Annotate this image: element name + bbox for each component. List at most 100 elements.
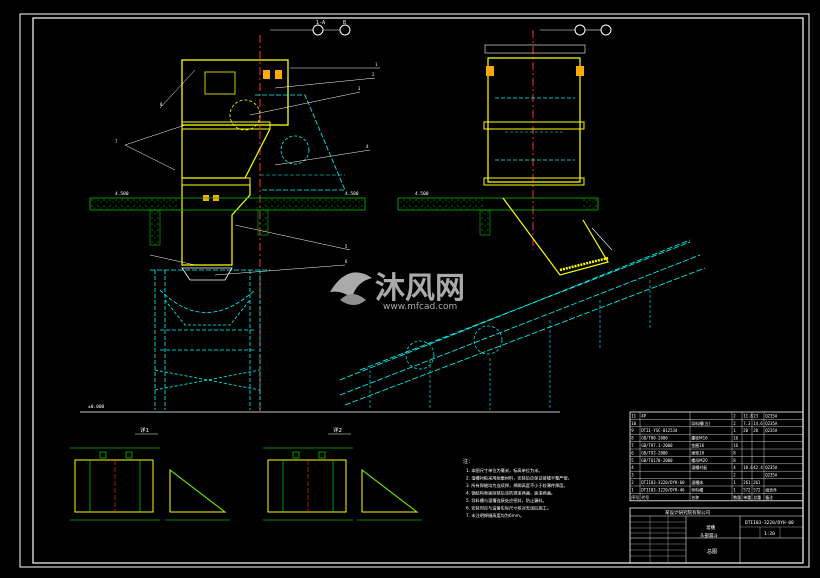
bom-cell: 1 [733, 487, 736, 492]
note-line: 6. 安装时应与设备实际尺寸核对无误后施工。 [466, 505, 551, 512]
detail-2-frame [267, 459, 347, 513]
bom-cell: 2 [733, 421, 736, 426]
bom-cell: 1 [733, 428, 736, 433]
bom-cell: 2 [733, 413, 736, 418]
bom-cell: 42.4 [753, 465, 763, 470]
bolt-block-4 [275, 70, 282, 79]
bolt-block-3 [263, 70, 270, 79]
bom-cell: 10 [631, 421, 636, 426]
tail-pulley-2 [473, 325, 503, 355]
company-name: 某设计研究院有限公司 [665, 509, 710, 516]
dim-top-right [484, 44, 586, 54]
skirt-board [181, 267, 233, 281]
callout-circle-d [600, 24, 612, 36]
bom-header-cell: 名称 [691, 494, 699, 500]
bom-cell: Q235A [765, 413, 778, 418]
bom-cell: 垫圈16 [691, 442, 705, 448]
bom-cell: GB/T80-2000 [641, 436, 668, 441]
bom-cell: 572 [753, 487, 761, 492]
left-balloons: 123 456 78 [115, 62, 378, 264]
inclined-chute [502, 197, 609, 276]
bolt-block-r2 [576, 66, 584, 76]
head-pulley-left [229, 99, 261, 131]
callout-a-label: 1-A [316, 20, 325, 26]
note-line: 3. 所有焊缝均为连续焊，焊脚高度不小于较薄件厚度。 [466, 482, 568, 489]
bom-cell: 溜槽衬板 [691, 464, 707, 470]
watermark-url: www.mfcad.com [383, 302, 457, 312]
bom-cell: 11.8 [743, 413, 753, 418]
drawing-number: DTII03-3220/DYH-00 [745, 520, 794, 526]
callout-circle-b [339, 24, 351, 36]
bom-cell: 2 [733, 473, 736, 478]
svg-text:5: 5 [345, 244, 348, 249]
flange-1 [181, 121, 271, 130]
left-leader-lines [124, 67, 380, 276]
svg-text:7: 7 [115, 139, 118, 144]
bom-cell: GB/T97.1-2000 [641, 443, 673, 448]
bom-cell: 7.3 [743, 421, 751, 426]
bom-cell: 261 [743, 480, 751, 485]
detail-1-title: 详1 [140, 426, 149, 434]
bom-cell: Q235A [765, 421, 778, 426]
elev-left: 4.500 [115, 191, 129, 197]
bom-cell: GB/T93-2000 [641, 450, 668, 455]
chute-liner [559, 256, 609, 272]
bom-cell: Q235A [765, 473, 778, 478]
bom-cell: 4 [733, 465, 736, 470]
svg-text:8: 8 [160, 102, 163, 107]
notes-lines: 1. 本图尺寸单位为毫米，标高单位为米。2. 溜槽衬板采用耐磨材料，安装后应保证… [466, 467, 572, 519]
notes-title: 注： [463, 458, 473, 465]
note-line: 7. 未注明焊缝高度均为6mm。 [466, 512, 524, 519]
bom-cell: Q235A [765, 428, 778, 433]
detail-1-frame [74, 459, 154, 513]
hopper-lower [181, 185, 251, 266]
title-block: 某设计研究院有限公司 DTII03-3220/DYH-00 溜槽 头部漏斗 1:… [629, 507, 804, 564]
bom-header-cell: 代号 [641, 494, 649, 500]
detail-1: 详1 [70, 426, 230, 521]
watermark-brand: 沐风网 [375, 271, 465, 306]
note-line: 4. 钢结构表面除锈后涂防锈漆两遍，面漆两遍。 [466, 490, 555, 497]
svg-text:3: 3 [358, 86, 361, 91]
detail-2: 详2 [263, 426, 422, 521]
bom-cell: 螺栓M16 [691, 435, 708, 441]
svg-text:6: 6 [345, 259, 348, 264]
callout-circle-c [574, 24, 586, 36]
bom-cell: 16 [733, 436, 738, 441]
note-line: 5. 导料槽与溜槽连接处应密封，防止漏料。 [466, 497, 547, 504]
bom-header-cell: 序号 [631, 494, 639, 500]
bom-cell: DTII03-3220/DYH-46 [641, 487, 685, 492]
hopper-upper [181, 59, 289, 126]
bom-cell: 弹垫16 [691, 449, 705, 455]
bom-header-cell: 备注 [765, 494, 773, 500]
hopper-right-body [487, 57, 581, 183]
bom-cell: 8 [733, 450, 736, 455]
bom-cell: 14.6 [753, 421, 763, 426]
bom-cell: 2 [631, 480, 634, 485]
svg-text:4: 4 [366, 144, 369, 149]
slab-hatch-1 [90, 199, 178, 209]
hopper-middle [181, 128, 271, 179]
bom-cell: 溜槽体 [691, 479, 703, 485]
beam-left-2 [257, 209, 269, 236]
beam-right [479, 209, 491, 236]
bolt-block-r1 [486, 66, 494, 76]
bom-cell: Q235A [765, 465, 778, 470]
note-line: 2. 溜槽衬板采用耐磨材料，安装后应保证接缝平整严密。 [466, 475, 572, 482]
bom-cell: 4 [631, 465, 634, 470]
bom-cell: 20 [743, 428, 748, 433]
slab-hatch-r1 [399, 199, 484, 209]
drive-frame [255, 94, 346, 191]
bom-cell: 261 [753, 480, 761, 485]
conveyor-legs [369, 280, 651, 410]
bom-cell: 23 [753, 413, 758, 418]
chute-leader [591, 227, 613, 251]
flange-r2 [483, 177, 585, 186]
slab-hatch-2 [255, 199, 365, 209]
conveyor-support-left [150, 269, 270, 410]
bom-cell: 8 [631, 436, 634, 441]
left-section-view: 1-A B [80, 20, 560, 413]
callout-circle-a [312, 24, 324, 36]
elev-floor: ±0.000 [88, 404, 105, 410]
